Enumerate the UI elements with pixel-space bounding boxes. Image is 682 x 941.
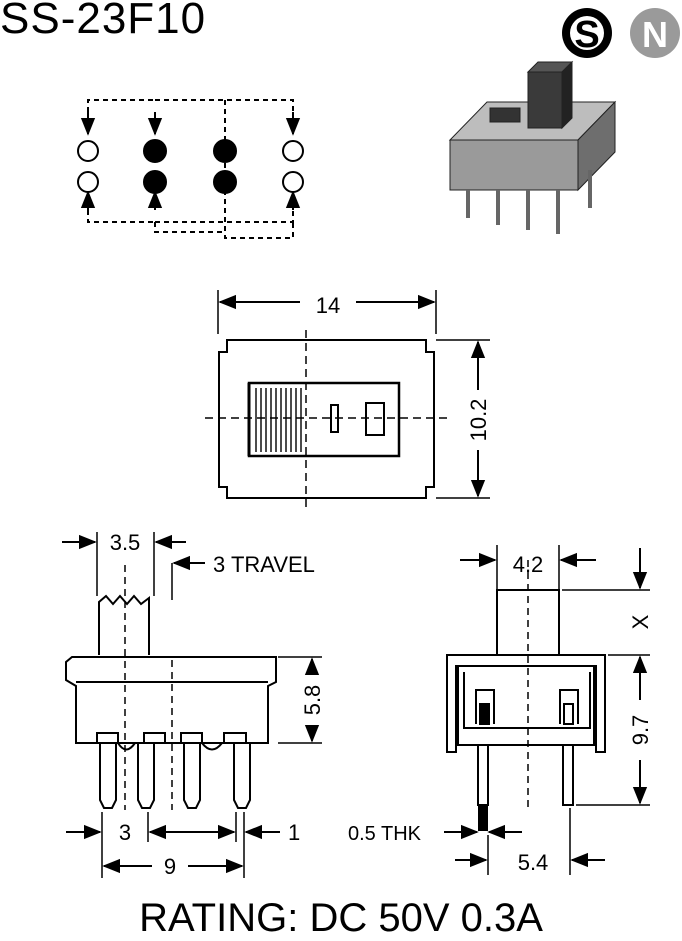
top-view [205,290,490,508]
side-view [62,532,322,878]
switch-product-image [448,60,617,234]
s-logo: S [562,8,612,58]
pin-span-label: 9 [164,854,176,879]
top-height-label: 10.2 [466,399,491,442]
s-logo-letter: S [574,14,599,56]
pin-offset-label: 1 [288,820,300,845]
thickness-label: 0.5 THK [348,823,422,845]
handle-height-label: X [628,614,653,629]
pin-pitch-label: 3 [119,820,131,845]
top-width-label: 14 [316,293,340,318]
pin-row-spacing-label: 5.4 [518,850,549,875]
end-view [444,545,650,875]
part-number-title: SS-23F10 [0,0,207,43]
end-handle-width-label: 4.2 [513,552,544,577]
pin-schematic [77,99,304,239]
n-logo: N [630,8,680,58]
rating-text: RATING: DC 50V 0.3A [139,896,543,940]
handle-width-label: 3.5 [110,530,141,555]
travel-label: 3 TRAVEL [213,552,315,577]
handle-ribs [255,388,302,452]
n-logo-letter: N [642,14,668,55]
end-height-label: 9.7 [628,715,653,746]
body-height-label: 5.8 [300,685,325,716]
